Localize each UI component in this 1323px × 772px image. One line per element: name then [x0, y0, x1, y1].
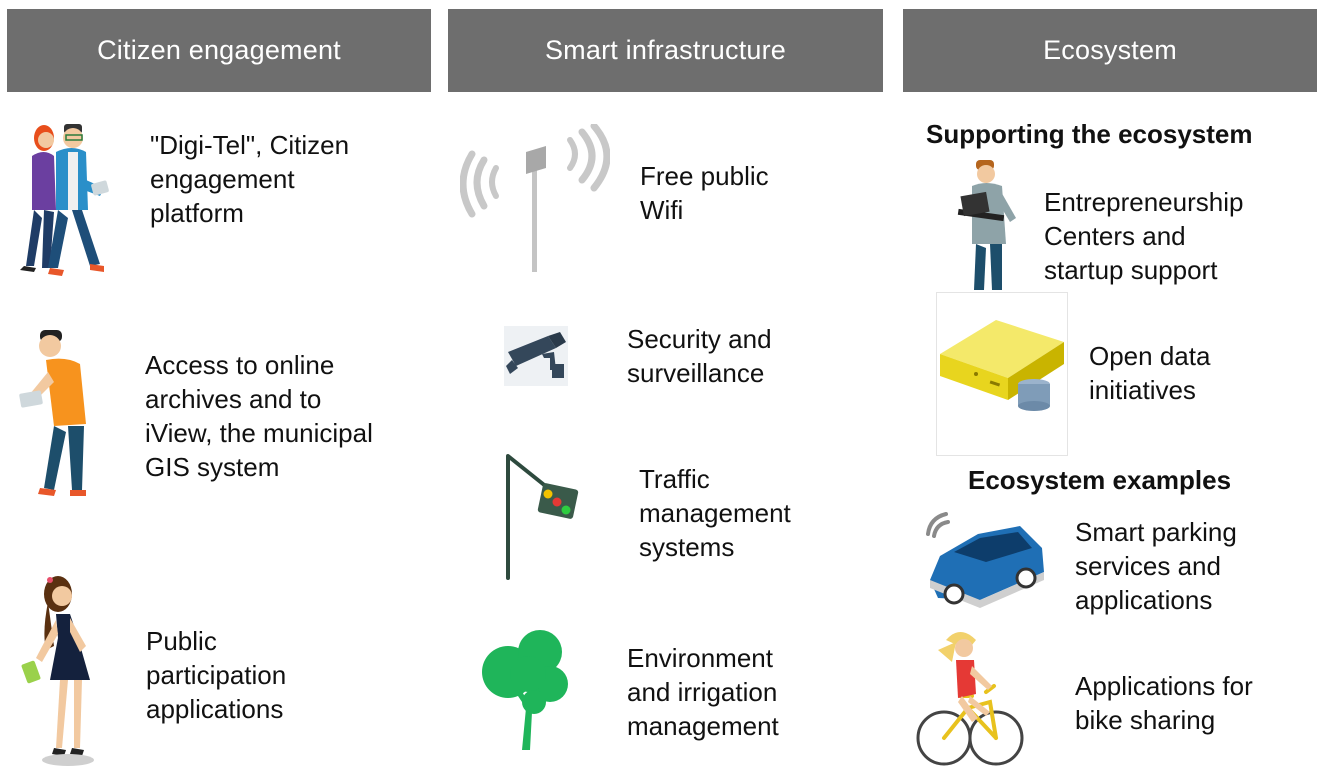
woman-with-phone-icon — [20, 572, 100, 768]
online-archives-text: Access to online archives and to iView, … — [145, 350, 373, 482]
connected-car-icon — [920, 504, 1052, 610]
server-database-icon — [936, 292, 1068, 456]
man-with-laptop-icon — [954, 158, 1020, 294]
tree-icon — [478, 628, 578, 752]
security-camera-icon — [504, 326, 568, 386]
citizen-engagement-platform-text: "Digi-Tel", Citizen engagement platform — [150, 130, 350, 228]
ecosystem-examples-title: Ecosystem examples — [968, 465, 1232, 495]
traffic-management-text: Traffic management systems — [639, 464, 791, 562]
header-ecosystem: Ecosystem — [903, 9, 1317, 92]
header-citizen-engagement: Citizen engagement — [7, 9, 431, 92]
header-smart-infrastructure: Smart infrastructure — [448, 9, 883, 92]
smart-parking-text: Smart parking services and applications — [1075, 517, 1237, 615]
environment-irrigation-text: Environment and irrigation management — [627, 643, 779, 741]
woman-on-bicycle-icon — [916, 626, 1028, 772]
wifi-antenna-icon — [460, 124, 610, 274]
bike-sharing-text: Applications for bike sharing — [1075, 671, 1253, 735]
couple-with-tablet-icon — [12, 118, 112, 280]
free-public-wifi-text: Free public Wifi — [640, 161, 769, 225]
entrepreneurship-text: Entrepreneurship Centers and startup sup… — [1044, 187, 1244, 285]
public-participation-text: Public participation applications — [146, 626, 287, 724]
man-with-tablet-icon — [18, 328, 94, 504]
supporting-ecosystem-title: Supporting the ecosystem — [926, 119, 1253, 149]
security-surveillance-text: Security and surveillance — [627, 324, 772, 388]
traffic-light-icon — [500, 450, 580, 582]
open-data-text: Open data initiatives — [1089, 341, 1211, 405]
